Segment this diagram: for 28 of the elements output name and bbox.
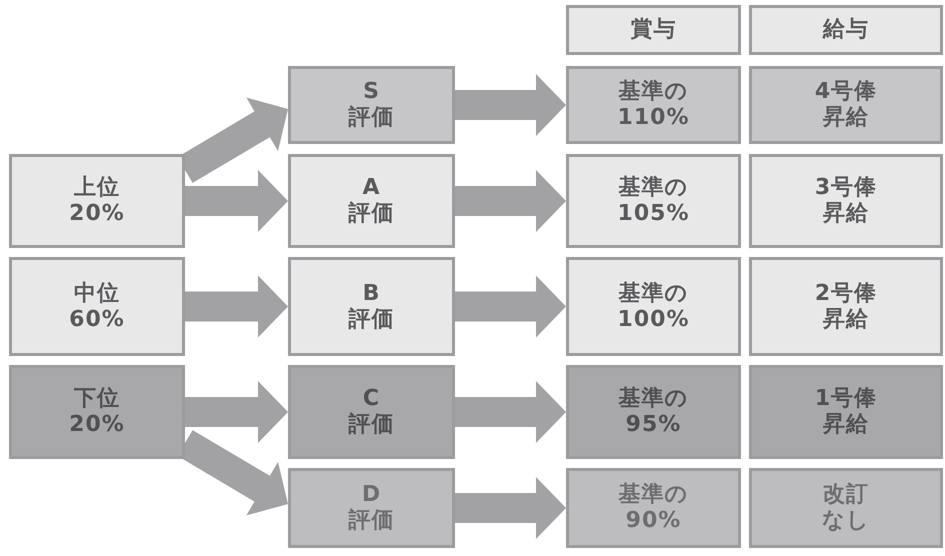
column-header: 給与 — [749, 5, 943, 55]
group-box: 中位 60% — [9, 257, 185, 356]
bonus-box: 基準の 100% — [566, 257, 741, 356]
group-box: 上位 20% — [9, 154, 185, 248]
bonus-box: 基準の 90% — [566, 468, 741, 548]
salary-box: 3号俸 昇給 — [749, 154, 943, 248]
rating-box: A 評価 — [288, 154, 455, 248]
arrow — [185, 170, 288, 232]
rating-box: C 評価 — [288, 365, 455, 459]
rating-box: D 評価 — [288, 468, 455, 548]
group-box: 下位 20% — [9, 365, 185, 459]
bonus-box: 基準の 105% — [566, 154, 741, 248]
bonus-box: 基準の 110% — [566, 66, 741, 144]
column-header: 賞与 — [566, 5, 741, 55]
arrow — [185, 381, 288, 443]
arrow — [185, 276, 288, 338]
salary-box: 1号俸 昇給 — [749, 365, 943, 459]
arrow — [455, 276, 566, 338]
arrow — [455, 74, 566, 136]
bonus-box: 基準の 95% — [566, 365, 741, 459]
salary-box: 改訂 なし — [749, 468, 943, 548]
rating-box: S 評価 — [288, 66, 455, 144]
rating-box: B 評価 — [288, 257, 455, 356]
salary-box: 4号俸 昇給 — [749, 66, 943, 144]
arrow — [455, 477, 566, 539]
salary-box: 2号俸 昇給 — [749, 257, 943, 356]
arrow — [455, 381, 566, 443]
arrow — [455, 170, 566, 232]
